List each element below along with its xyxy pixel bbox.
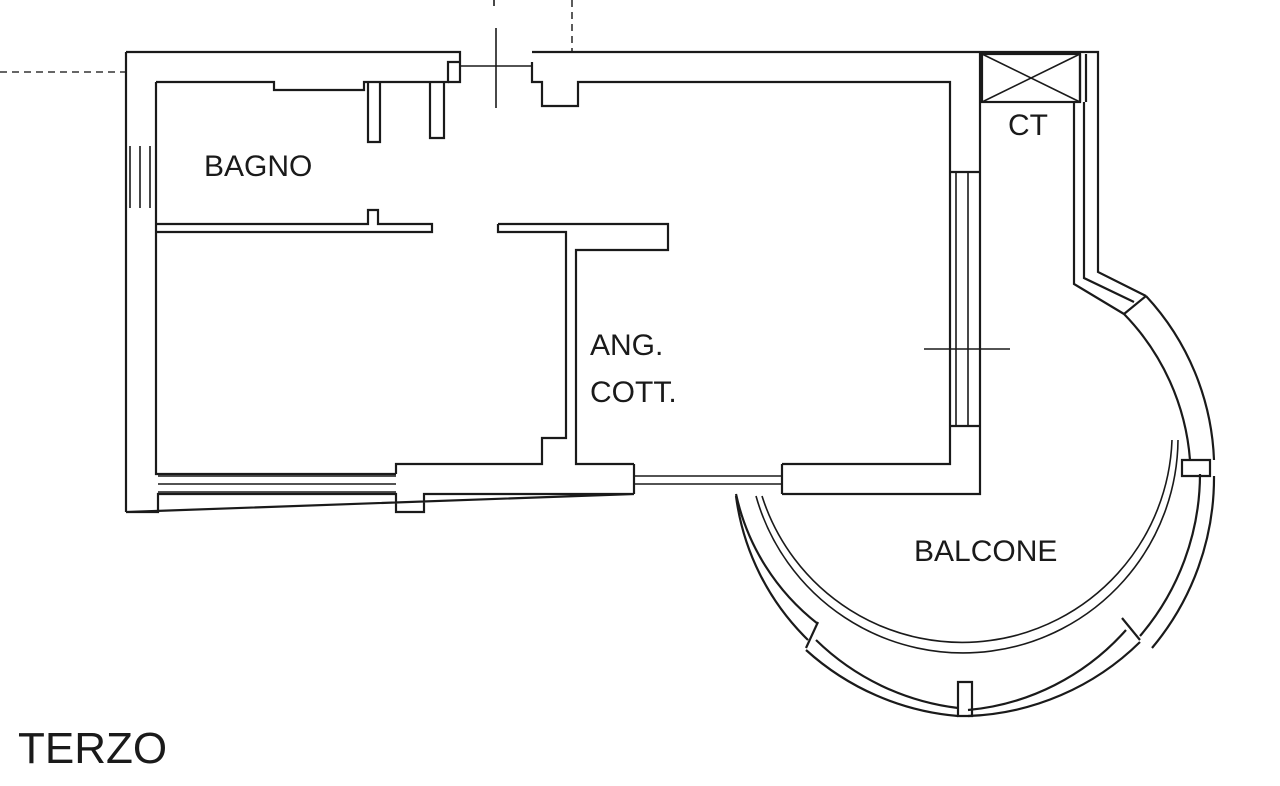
balcony-railing	[734, 102, 1216, 718]
bathroom-partitions	[156, 82, 670, 474]
room-label-balcone: BALCONE	[914, 535, 1057, 568]
outer-wall	[124, 28, 1100, 514]
floor-label: TERZO	[18, 724, 167, 773]
bottom-windows	[158, 464, 784, 494]
property-boundary	[0, 0, 573, 73]
ct-box	[980, 52, 1088, 104]
room-label-ang: ANG.	[590, 329, 663, 362]
kitchen-window	[924, 170, 1010, 428]
room-label-ct: CT	[1008, 109, 1048, 142]
room-label-cott: COTT.	[590, 376, 677, 409]
room-label-bagno: BAGNO	[204, 150, 312, 183]
